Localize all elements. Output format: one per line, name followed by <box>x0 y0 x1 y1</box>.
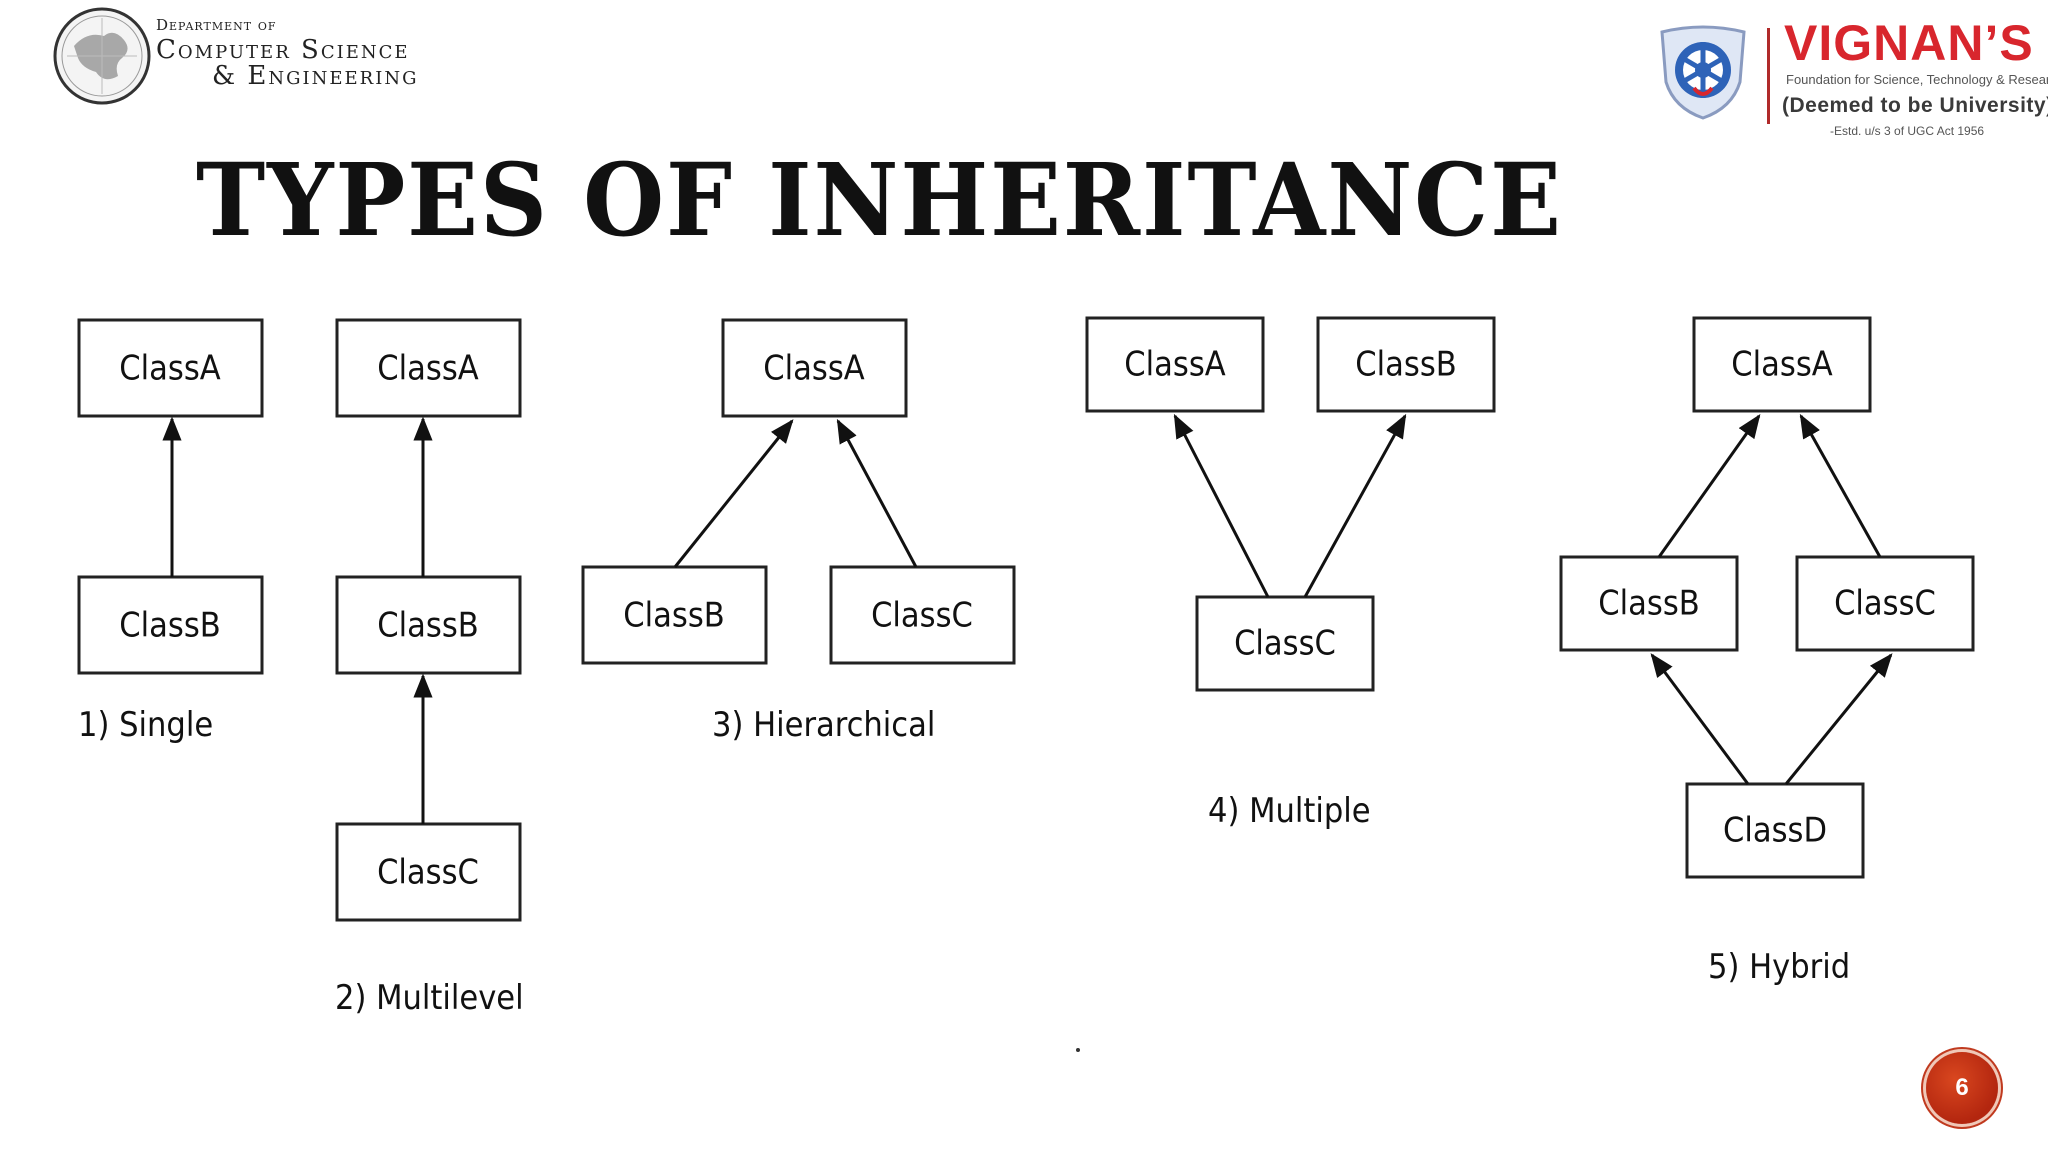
multilevel-class-a-label: ClassA <box>377 349 478 389</box>
multiple-class-b-box <box>1316 316 1496 413</box>
hybrid-arrow-b-to-a <box>1657 414 1761 558</box>
single-inheritance-label: 1) Single <box>78 705 213 745</box>
university-establishment: -Estd. u/s 3 of UGC Act 1956 <box>1830 124 1985 138</box>
multilevel-class-c-label: ClassC <box>377 853 479 893</box>
multiple-class-c-label: ClassC <box>1234 624 1336 664</box>
multiple-arrow-c-to-a <box>1173 413 1270 598</box>
hierarchical-class-c-label: ClassC <box>871 596 973 636</box>
university-tagline: Foundation for Science, Technology & Res… <box>1786 72 2048 87</box>
multilevel-inheritance-diagram: ClassA ClassB ClassC 2) Multilevel <box>335 318 524 1018</box>
multiple-inheritance-diagram: ClassA ClassB ClassC 4) Multiple <box>1085 316 1496 831</box>
multiple-class-c-box <box>1195 595 1375 692</box>
page-number-badge: 6 <box>1926 1052 1998 1124</box>
department-globe-logo <box>53 7 151 105</box>
hybrid-inheritance-diagram: ClassA ClassB ClassC ClassD 5) Hybrid <box>1559 316 1975 987</box>
hierarchical-inheritance-diagram: ClassA ClassB ClassC 3) Hierarchical <box>581 318 1016 745</box>
multiple-class-a-box <box>1085 316 1265 413</box>
hybrid-inheritance-label: 5) Hybrid <box>1708 947 1850 987</box>
hierarchical-class-c-box <box>829 565 1016 665</box>
single-class-a-label: ClassA <box>119 349 220 389</box>
hierarchical-class-b-box <box>581 565 768 665</box>
stray-dot <box>1076 1048 1080 1052</box>
hybrid-arrow-d-to-b <box>1650 653 1750 785</box>
hierarchical-class-a-box <box>721 318 908 418</box>
multilevel-class-b-box <box>335 575 522 675</box>
slide-title: TYPES OF INHERITANCE <box>196 141 1563 259</box>
hybrid-class-d-label: ClassD <box>1723 811 1827 851</box>
multiple-class-b-label: ClassB <box>1355 345 1456 385</box>
multiple-arrow-c-to-b <box>1303 413 1407 598</box>
multilevel-inheritance-label: 2) Multilevel <box>335 978 524 1018</box>
multilevel-class-b-label: ClassB <box>377 606 478 646</box>
multilevel-class-a-box <box>335 318 522 418</box>
university-name: VIGNAN’S <box>1784 15 2034 71</box>
department-line-2: Computer Science <box>156 35 410 65</box>
hierarchical-arrow-c-to-a <box>836 418 918 568</box>
department-line-3: & Engineering <box>212 61 419 91</box>
hybrid-arrow-d-to-c <box>1784 653 1893 785</box>
hybrid-class-c-label: ClassC <box>1834 584 1936 624</box>
hierarchical-class-a-label: ClassA <box>763 349 864 389</box>
hybrid-class-a-box <box>1692 316 1872 413</box>
multiple-class-a-label: ClassA <box>1124 345 1225 385</box>
single-inheritance-diagram: ClassA ClassB 1) Single <box>77 318 264 745</box>
hybrid-class-b-label: ClassB <box>1598 584 1699 624</box>
hierarchical-class-b-label: ClassB <box>623 596 724 636</box>
hybrid-class-a-label: ClassA <box>1731 345 1832 385</box>
hierarchical-arrow-b-to-a <box>673 419 794 568</box>
hybrid-class-b-box <box>1559 555 1739 652</box>
hierarchical-inheritance-label: 3) Hierarchical <box>712 705 935 745</box>
multilevel-class-c-box <box>335 822 522 922</box>
department-line-1: Department of <box>156 16 277 34</box>
multiple-inheritance-label: 4) Multiple <box>1208 791 1371 831</box>
hybrid-class-c-box <box>1795 555 1975 652</box>
hybrid-class-d-box <box>1685 782 1865 879</box>
single-class-a-box <box>77 318 264 418</box>
hybrid-arrow-c-to-a <box>1799 413 1882 558</box>
university-logo-divider <box>1767 28 1770 124</box>
university-emblem-icon <box>1660 25 1746 120</box>
university-deemed-status: (Deemed to be University) <box>1782 94 2048 117</box>
single-class-b-label: ClassB <box>119 606 220 646</box>
department-name: Department of Computer Science & Enginee… <box>156 16 419 91</box>
